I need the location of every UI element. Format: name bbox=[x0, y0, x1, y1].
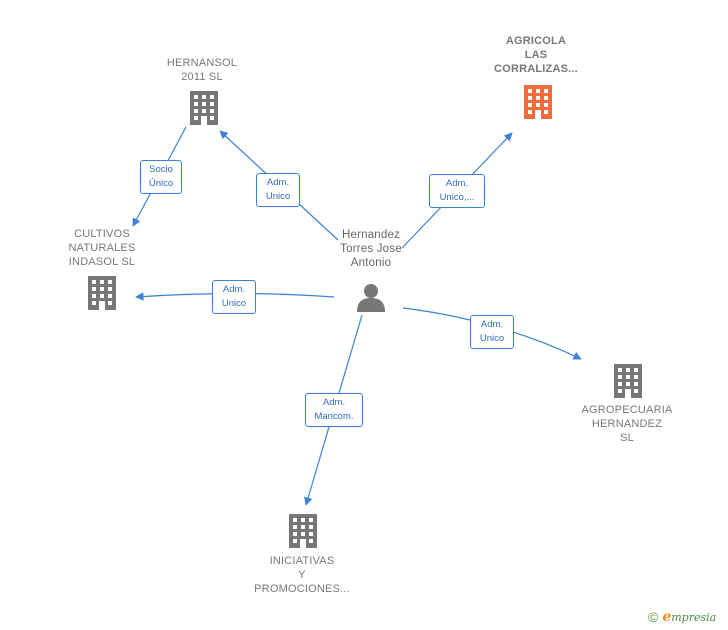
company-name-line: AGRICOLA bbox=[505, 35, 567, 47]
copyright-icon: © bbox=[648, 609, 659, 625]
relation-label-hernansol[interactable]: Adm. Unico bbox=[256, 173, 300, 207]
person-name-line: Torres Jose bbox=[340, 243, 402, 255]
relation-label-cultivos[interactable]: Adm. Unico bbox=[212, 280, 256, 314]
company-name-line: NATURALES bbox=[68, 242, 136, 254]
person-name-label[interactable]: Hernandez Torres Jose Antonio bbox=[326, 228, 416, 270]
relation-label-line: Unico bbox=[479, 333, 505, 344]
logo-initial: e bbox=[662, 609, 672, 625]
company-name-line: CULTIVOS bbox=[74, 228, 130, 240]
relation-label-line: Adm. bbox=[480, 319, 504, 330]
company-name-line: LAS bbox=[524, 49, 548, 61]
company-name-line: 2011 SL bbox=[181, 71, 223, 83]
logo-text: mpresia bbox=[671, 611, 717, 624]
relation-label-line: Unico bbox=[265, 191, 291, 202]
company-name-line: Y bbox=[298, 569, 306, 581]
building-icon[interactable] bbox=[287, 514, 319, 548]
relation-label-line: Mancom. bbox=[314, 411, 354, 422]
building-icon[interactable] bbox=[612, 364, 644, 398]
company-name-line: CORRALIZAS... bbox=[494, 63, 578, 75]
person-name-line: Antonio bbox=[350, 257, 392, 269]
relation-label-agropecuaria[interactable]: Adm. Unico bbox=[470, 315, 514, 349]
relation-label-line: Adm. bbox=[445, 178, 469, 189]
building-icon[interactable] bbox=[522, 85, 554, 119]
relation-label-line: Adm. bbox=[322, 397, 346, 408]
company-name-line: HERNANSOL bbox=[166, 57, 238, 69]
relation-label-line: Adm. bbox=[266, 177, 290, 188]
relation-label-line: Adm. bbox=[222, 284, 246, 295]
company-name-line: SL bbox=[620, 432, 634, 444]
relation-label-iniciativas[interactable]: Adm. Mancom. bbox=[305, 393, 363, 427]
company-label-hernansol[interactable]: HERNANSOL 2011 SL bbox=[150, 56, 254, 84]
relation-label-socio[interactable]: Socio Único bbox=[140, 160, 182, 194]
person-name-line: Hernandez bbox=[341, 229, 401, 241]
company-label-agropecuaria[interactable]: AGROPECUARIA HERNANDEZ SL bbox=[570, 403, 684, 445]
relation-label-line: Único bbox=[148, 178, 174, 189]
company-label-iniciativas[interactable]: INICIATIVAS Y PROMOCIONES... bbox=[240, 554, 364, 596]
company-name-line: PROMOCIONES... bbox=[254, 583, 350, 595]
empresia-logo: empresia bbox=[662, 609, 716, 625]
company-name-line: HERNANDEZ bbox=[591, 418, 663, 430]
company-label-cultivos[interactable]: CULTIVOS NATURALES INDASOL SL bbox=[50, 227, 154, 269]
relation-label-line: Unico,... bbox=[439, 192, 475, 203]
empresia-watermark: © empresia bbox=[648, 609, 716, 625]
building-icon[interactable] bbox=[188, 91, 220, 125]
relation-label-agricola[interactable]: Adm. Unico,... bbox=[429, 174, 485, 208]
person-icon[interactable] bbox=[356, 282, 386, 312]
company-name-line: INDASOL SL bbox=[68, 256, 136, 268]
company-name-line: AGROPECUARIA bbox=[581, 404, 673, 416]
relation-label-line: Socio bbox=[149, 164, 173, 175]
building-icon[interactable] bbox=[86, 276, 118, 310]
company-name-line: INICIATIVAS bbox=[269, 555, 335, 567]
relation-label-line: Unico bbox=[221, 298, 247, 309]
company-label-agricola[interactable]: AGRICOLA LAS CORRALIZAS... bbox=[478, 34, 594, 76]
